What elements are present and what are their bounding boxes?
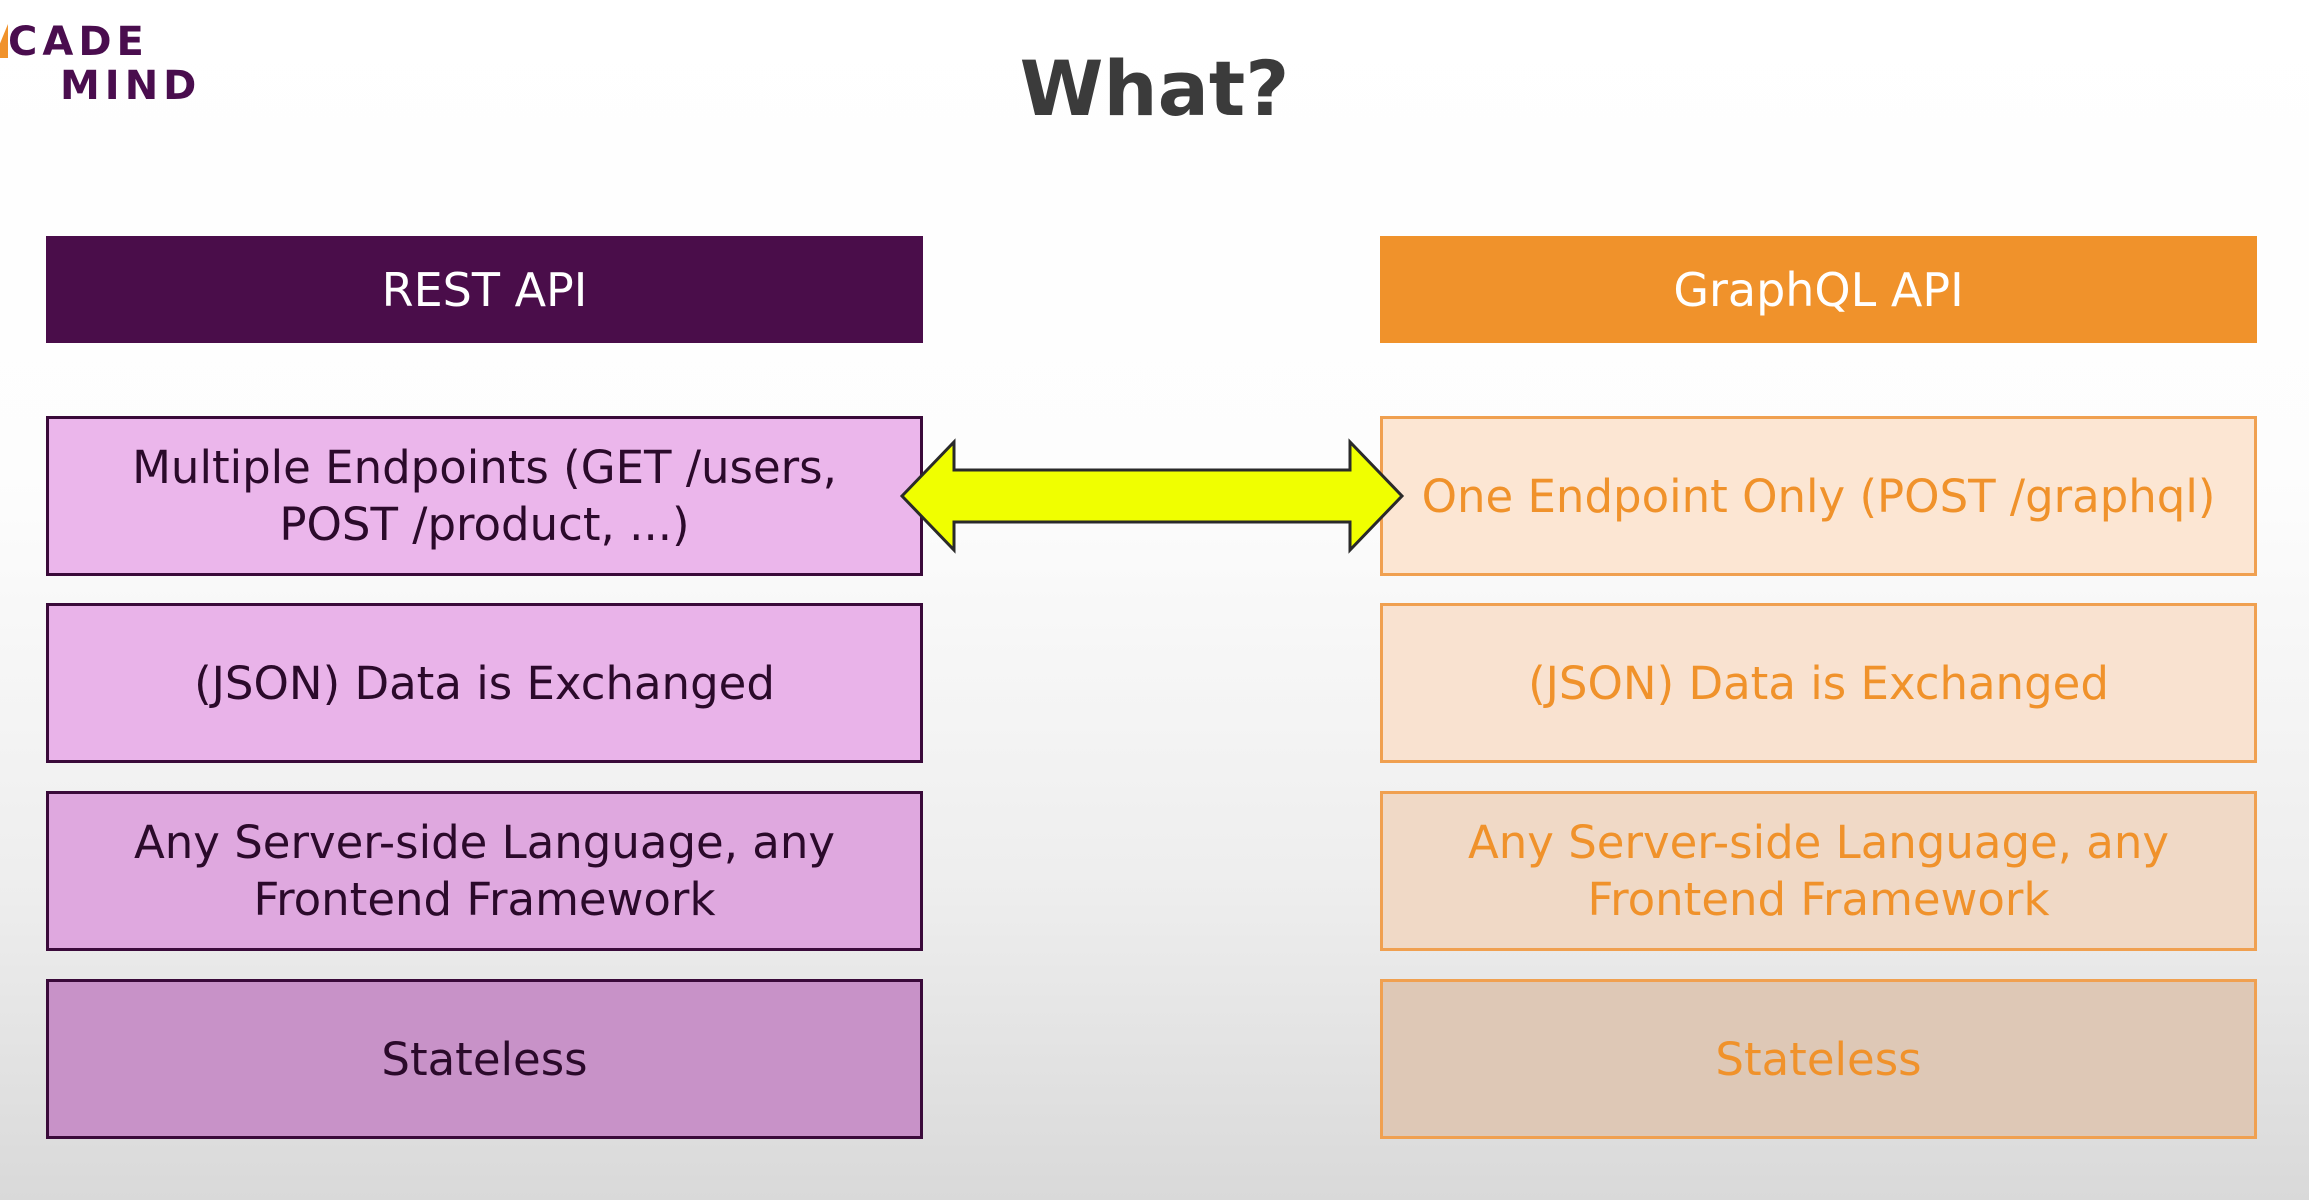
graphql-api-header: GraphQL API [1380,236,2257,343]
logo-accent-shape [0,24,8,58]
logo-text-line2: MIND [60,63,202,109]
graphql-stateless-box: Stateless [1380,979,2257,1139]
rest-data-box: (JSON) Data is Exchanged [46,603,923,763]
rest-api-header: REST API [46,236,923,343]
rest-language-box: Any Server-side Language, any Frontend F… [46,791,923,951]
academind-logo: CADE MIND [0,14,200,114]
graphql-language-box: Any Server-side Language, any Frontend F… [1380,791,2257,951]
logo-text-line1: CADE [8,19,149,65]
rest-stateless-box: Stateless [46,979,923,1139]
graphql-endpoint-box: One Endpoint Only (POST /graphql) [1380,416,2257,576]
double-arrow-icon [899,438,1405,554]
slide-title: What? [1019,44,1290,133]
graphql-data-box: (JSON) Data is Exchanged [1380,603,2257,763]
rest-endpoints-box: Multiple Endpoints (GET /users, POST /pr… [46,416,923,576]
